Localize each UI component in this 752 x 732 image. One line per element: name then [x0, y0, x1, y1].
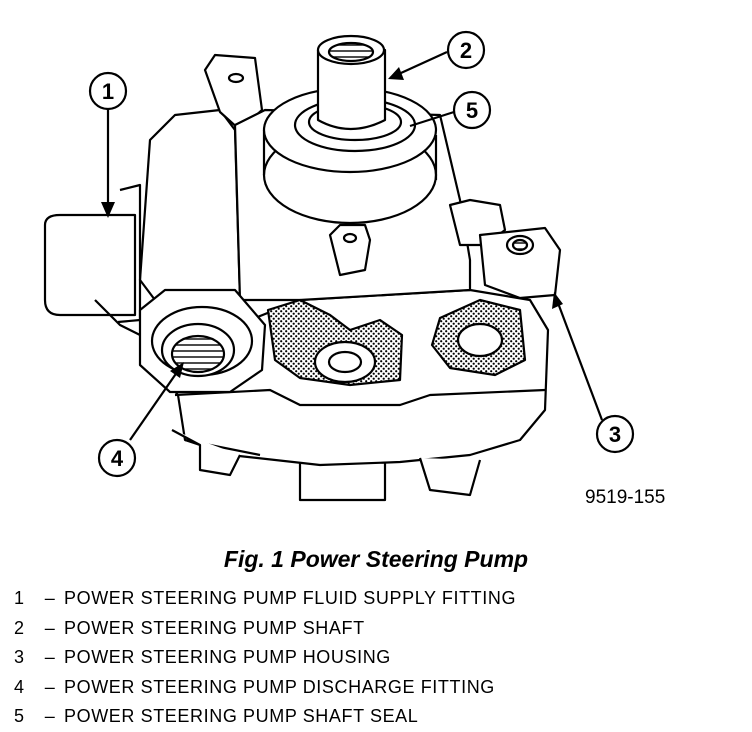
legend-number: 4: [14, 676, 25, 697]
legend-separator: –: [44, 706, 56, 726]
legend-text: POWER STEERING PUMP SHAFT SEAL: [64, 706, 419, 726]
pump-drawing: [43, 34, 562, 502]
legend-list: 1–POWER STEERING PUMP FLUID SUPPLY FITTI…: [14, 584, 516, 732]
callout-label-4: 4: [111, 446, 124, 471]
legend-separator: –: [44, 617, 56, 638]
legend-text: POWER STEERING PUMP SHAFT: [64, 617, 365, 638]
callout-label-3: 3: [609, 422, 621, 447]
leader-line-4: [129, 364, 183, 441]
legend-number: 3: [14, 647, 25, 667]
legend-number: 2: [14, 617, 25, 638]
callout-5: 5: [452, 90, 492, 130]
callout-label-1: 1: [102, 79, 114, 104]
legend-item: 4–POWER STEERING PUMP DISCHARGE FITTING: [14, 673, 516, 703]
callout-4: 4: [97, 438, 137, 478]
leader-lines: [106, 50, 604, 441]
legend-item: 1–POWER STEERING PUMP FLUID SUPPLY FITTI…: [14, 584, 516, 614]
legend-text: POWER STEERING PUMP FLUID SUPPLY FITTING: [64, 588, 517, 608]
legend-separator: –: [44, 676, 56, 697]
callout-2: 2: [446, 30, 486, 70]
pump-illustration: 1 2 3 4 5 9519-155: [43, 30, 665, 508]
leader-line-3: [553, 294, 604, 421]
legend-text: POWER STEERING PUMP DISCHARGE FITTING: [64, 676, 495, 697]
legend-number: 1: [14, 588, 25, 608]
callout-label-5: 5: [466, 98, 478, 123]
legend-item: 5–POWER STEERING PUMP SHAFT SEAL: [14, 702, 516, 732]
legend-item: 3–POWER STEERING PUMP HOUSING: [14, 643, 516, 673]
leader-line-5: [409, 110, 455, 128]
figure-caption: Fig. 1 Power Steering Pump: [223, 546, 529, 572]
legend-separator: –: [44, 647, 56, 667]
figure-reference-code: 9519-155: [585, 487, 665, 508]
legend-item: 2–POWER STEERING PUMP SHAFT: [14, 614, 516, 644]
callout-3: 3: [595, 414, 635, 454]
legend-number: 5: [14, 706, 25, 726]
legend-separator: –: [44, 588, 56, 608]
callout-label-2: 2: [460, 38, 472, 63]
legend-text: POWER STEERING PUMP HOUSING: [64, 647, 391, 667]
leader-arrowheads: [101, 67, 563, 378]
callout-1: 1: [88, 71, 128, 111]
